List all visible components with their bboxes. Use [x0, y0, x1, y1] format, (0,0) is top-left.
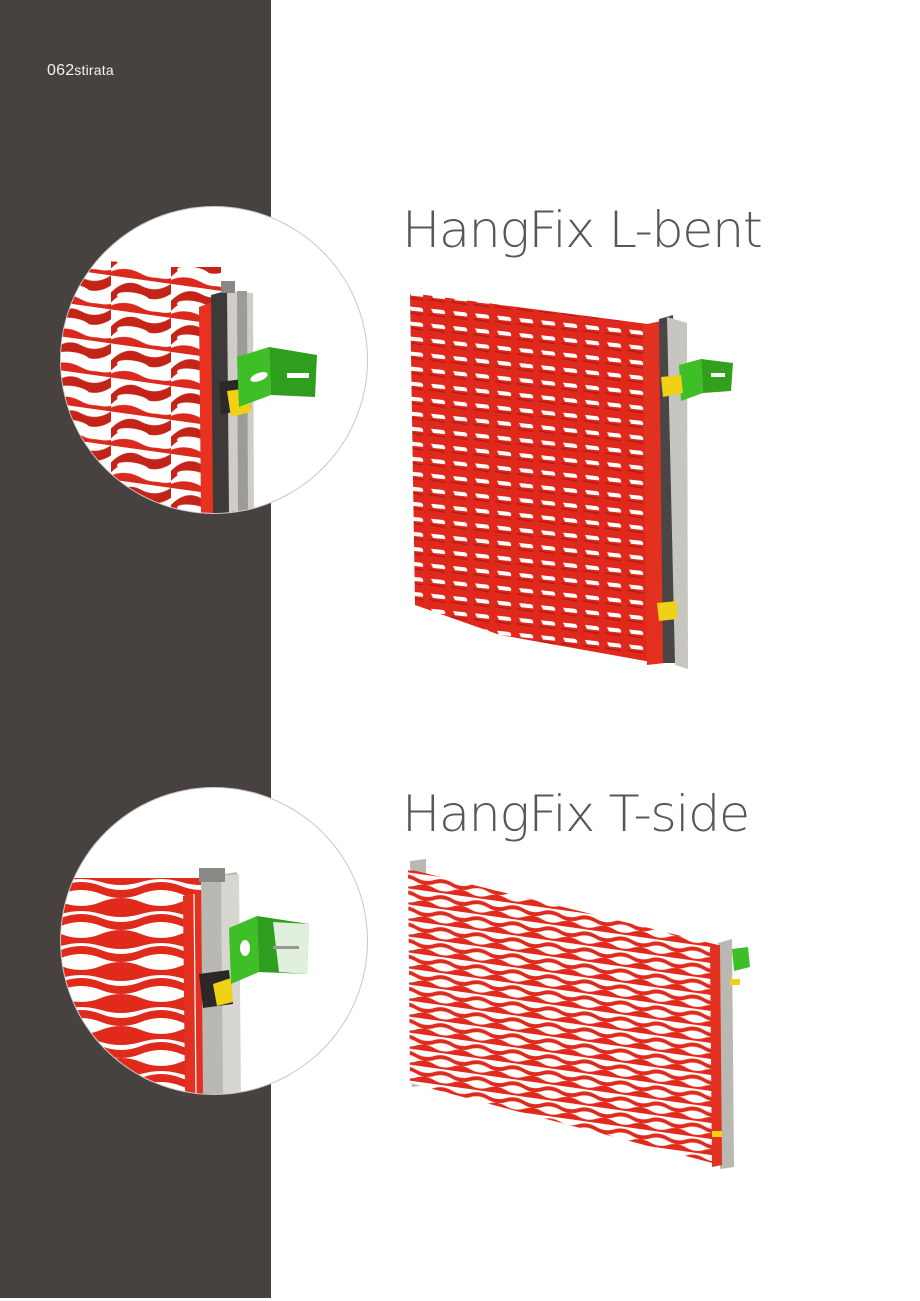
t-side-panel-illustration: [408, 859, 750, 1169]
detail-zoom-l-bent: [61, 207, 367, 513]
mesh-detail-illustration: [61, 868, 309, 1094]
l-bent-panel-illustration: [410, 293, 733, 669]
mesh-detail-illustration: [61, 261, 317, 513]
product-title-l-bent: HangFix L-bent: [402, 201, 763, 259]
product-title-t-side: HangFix T-side: [402, 785, 750, 843]
page-number-value: 062: [47, 62, 75, 79]
sidebar-band: [0, 0, 271, 1298]
product-render-t-side: [398, 855, 768, 1175]
page-number: 062stirata: [47, 62, 114, 80]
product-render-l-bent: [405, 285, 745, 675]
section-name: stirata: [74, 62, 114, 78]
detail-zoom-t-side: [61, 788, 367, 1094]
